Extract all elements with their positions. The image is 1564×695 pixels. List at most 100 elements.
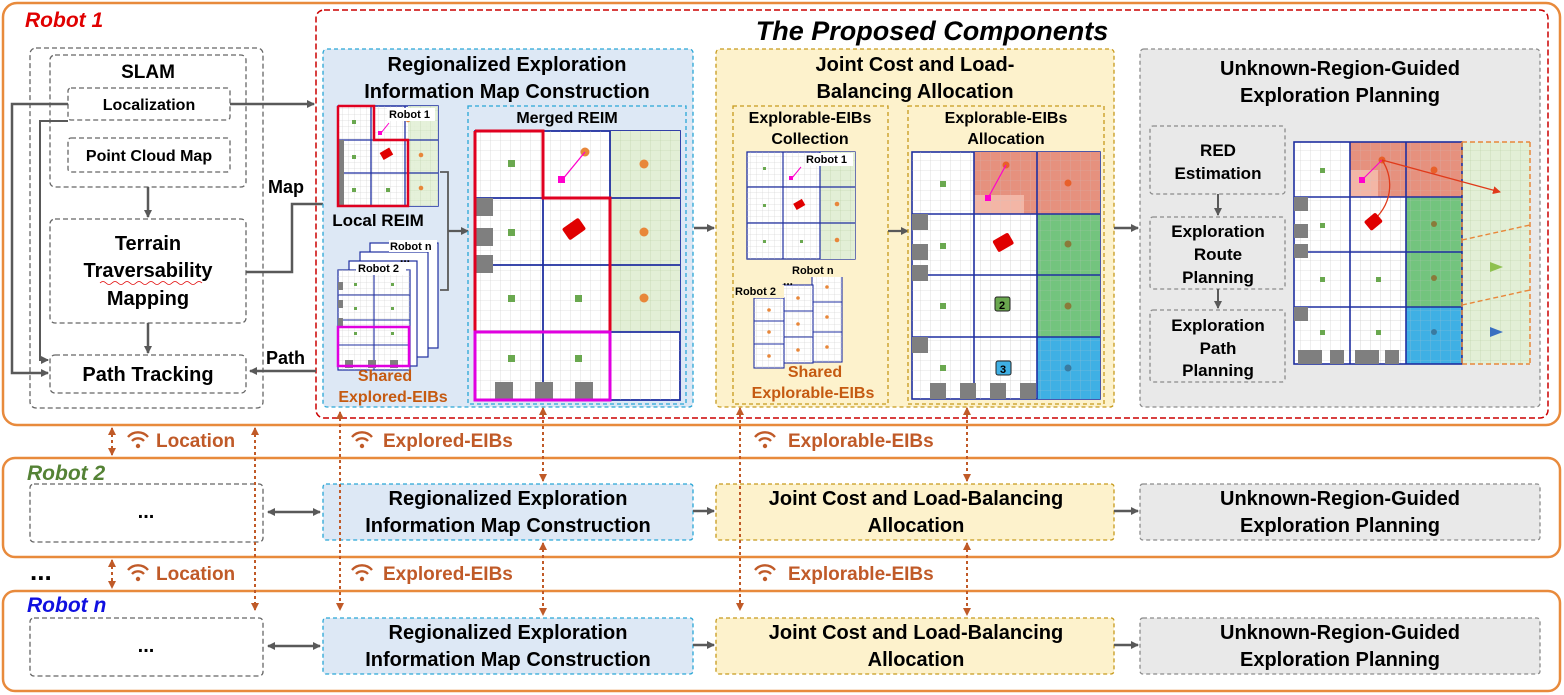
collection-robot1-map: Robot 1 <box>746 151 856 260</box>
alloc-title-1: Joint Cost and Load- <box>816 54 1015 76</box>
path-planning-label-1: Exploration <box>1171 316 1265 335</box>
collection-shared-stack: Robot n ... Robot 2 <box>734 264 843 369</box>
terrain-label-1: Terrain <box>115 233 181 255</box>
proposed-components-frame <box>315 9 1549 419</box>
collection-frame <box>732 105 889 405</box>
robot2-plan-box <box>1139 483 1541 541</box>
localization-label: Localization <box>103 97 195 114</box>
robot2-ellipsis: ... <box>138 501 155 523</box>
plan-title-2: Exploration Planning <box>1240 85 1440 107</box>
svg-text:...: ... <box>400 251 410 265</box>
collection-title-2: Collection <box>771 131 848 148</box>
communication-links <box>108 407 971 616</box>
spellcheck-underline <box>99 281 203 285</box>
robot2-plan-label-1: Unknown-Region-Guided <box>1220 488 1460 510</box>
wifi-icon <box>350 431 374 450</box>
link-explorable-2: Explorable-EIBs <box>788 564 934 585</box>
robot1-base-frame <box>29 47 264 409</box>
robot2-base-box <box>29 483 264 543</box>
red-estimation-label-2: Estimation <box>1175 164 1262 183</box>
allocation-map: 2 3 <box>911 151 1101 400</box>
link-explored-2: Explored-EIBs <box>383 564 513 585</box>
planning-map <box>1293 141 1531 365</box>
allocation-title-2: Allocation <box>967 131 1044 148</box>
svg-text:Robot 1: Robot 1 <box>806 154 847 166</box>
svg-text:Robot 2: Robot 2 <box>735 286 776 298</box>
svg-text:Robot n: Robot n <box>390 241 432 253</box>
shared-explored-label-2: Explored-EIBs <box>338 389 447 406</box>
svg-text:Robot n: Robot n <box>792 265 834 277</box>
allocation-title-1: Explorable-EIBs <box>945 110 1068 127</box>
route-planning-label-2: Route <box>1194 245 1242 264</box>
wifi-icon <box>126 564 150 583</box>
link-location-2: Location <box>156 564 235 585</box>
robot2-alloc-label-1: Joint Cost and Load-Balancing <box>769 488 1063 510</box>
route-planning-label-1: Exploration <box>1171 222 1265 241</box>
path-tracking-label: Path Tracking <box>82 364 213 386</box>
robot1-frame <box>1 1 1562 427</box>
robot2-reim-label-2: Information Map Construction <box>365 515 651 537</box>
robot1-label: Robot 1 <box>25 9 103 32</box>
red-estimation-box <box>1149 125 1286 195</box>
robotn-alloc-label-1: Joint Cost and Load-Balancing <box>769 622 1063 644</box>
robot2-reim-label-1: Regionalized Exploration <box>389 488 628 510</box>
local-reim-map: Robot 1 <box>336 104 439 208</box>
localization-feedback-arrow <box>10 102 68 377</box>
alloc-title-2: Balancing Allocation <box>816 81 1013 103</box>
robot2-alloc-label-2: Allocation <box>868 515 965 537</box>
reim-title-1: Regionalized Exploration <box>388 54 627 76</box>
robotn-plan-label-2: Exploration Planning <box>1240 649 1440 671</box>
svg-text:2: 2 <box>999 300 1005 312</box>
allocation-frame <box>907 105 1105 405</box>
merged-reim-label: Merged REIM <box>516 110 617 127</box>
terrain-label-3: Mapping <box>107 288 189 310</box>
proposed-components-title: The Proposed Components <box>756 16 1109 46</box>
shared-reim-stack: Robot 2 Robot n ... <box>336 240 439 371</box>
plan-title-1: Unknown-Region-Guided <box>1220 58 1460 80</box>
link-explored-1: Explored-EIBs <box>383 431 513 452</box>
svg-text:Robot 2: Robot 2 <box>358 263 399 275</box>
robot2-label: Robot 2 <box>27 462 105 485</box>
robotn-alloc-label-2: Allocation <box>868 649 965 671</box>
terrain-label-2: Traversability <box>84 260 214 282</box>
shared-explorable-label-2: Explorable-EIBs <box>752 385 875 402</box>
localization-to-tracking-arrow <box>39 120 68 364</box>
path-tracking-box <box>49 354 247 394</box>
route-planning-label-3: Planning <box>1182 268 1254 287</box>
wifi-icon <box>350 564 374 583</box>
shared-explored-label-1: Shared <box>358 368 412 385</box>
link-explorable-1: Explorable-EIBs <box>788 431 934 452</box>
point-cloud-map-label: Point Cloud Map <box>86 148 212 165</box>
reim-title-2: Information Map Construction <box>364 81 650 103</box>
shared-explorable-label-1: Shared <box>788 364 842 381</box>
robotn-base-box <box>29 617 264 677</box>
robotn-reim-label-2: Information Map Construction <box>365 649 651 671</box>
path-planning-box <box>1149 309 1286 383</box>
path-planning-label-3: Planning <box>1182 361 1254 380</box>
slam-title: SLAM <box>121 62 175 83</box>
wifi-icon <box>753 564 777 583</box>
wifi-icon <box>753 431 777 450</box>
svg-text:Robot 1: Robot 1 <box>389 109 430 121</box>
path-label: Path <box>266 348 305 368</box>
link-location-1: Location <box>156 431 235 452</box>
svg-text:...: ... <box>783 274 793 288</box>
merged-reim-map <box>473 129 681 402</box>
local-reim-label: Local REIM <box>332 211 424 230</box>
robot2-plan-label-2: Exploration Planning <box>1240 515 1440 537</box>
svg-text:3: 3 <box>1000 364 1006 376</box>
robotn-ellipsis: ... <box>138 635 155 657</box>
robotn-frame <box>1 589 1562 693</box>
merged-reim-frame <box>467 105 687 405</box>
map-label: Map <box>268 177 304 197</box>
collection-title-1: Explorable-EIBs <box>749 110 872 127</box>
red-estimation-label-1: RED <box>1200 141 1236 160</box>
path-planning-label-2: Path <box>1200 339 1237 358</box>
robot2-frame <box>1 456 1562 559</box>
between-ellipsis: ... <box>30 556 52 586</box>
wifi-icon <box>126 431 150 450</box>
terrain-map-arrow <box>246 200 331 274</box>
robotn-plan-label-1: Unknown-Region-Guided <box>1220 622 1460 644</box>
robotn-label: Robot n <box>27 594 106 617</box>
